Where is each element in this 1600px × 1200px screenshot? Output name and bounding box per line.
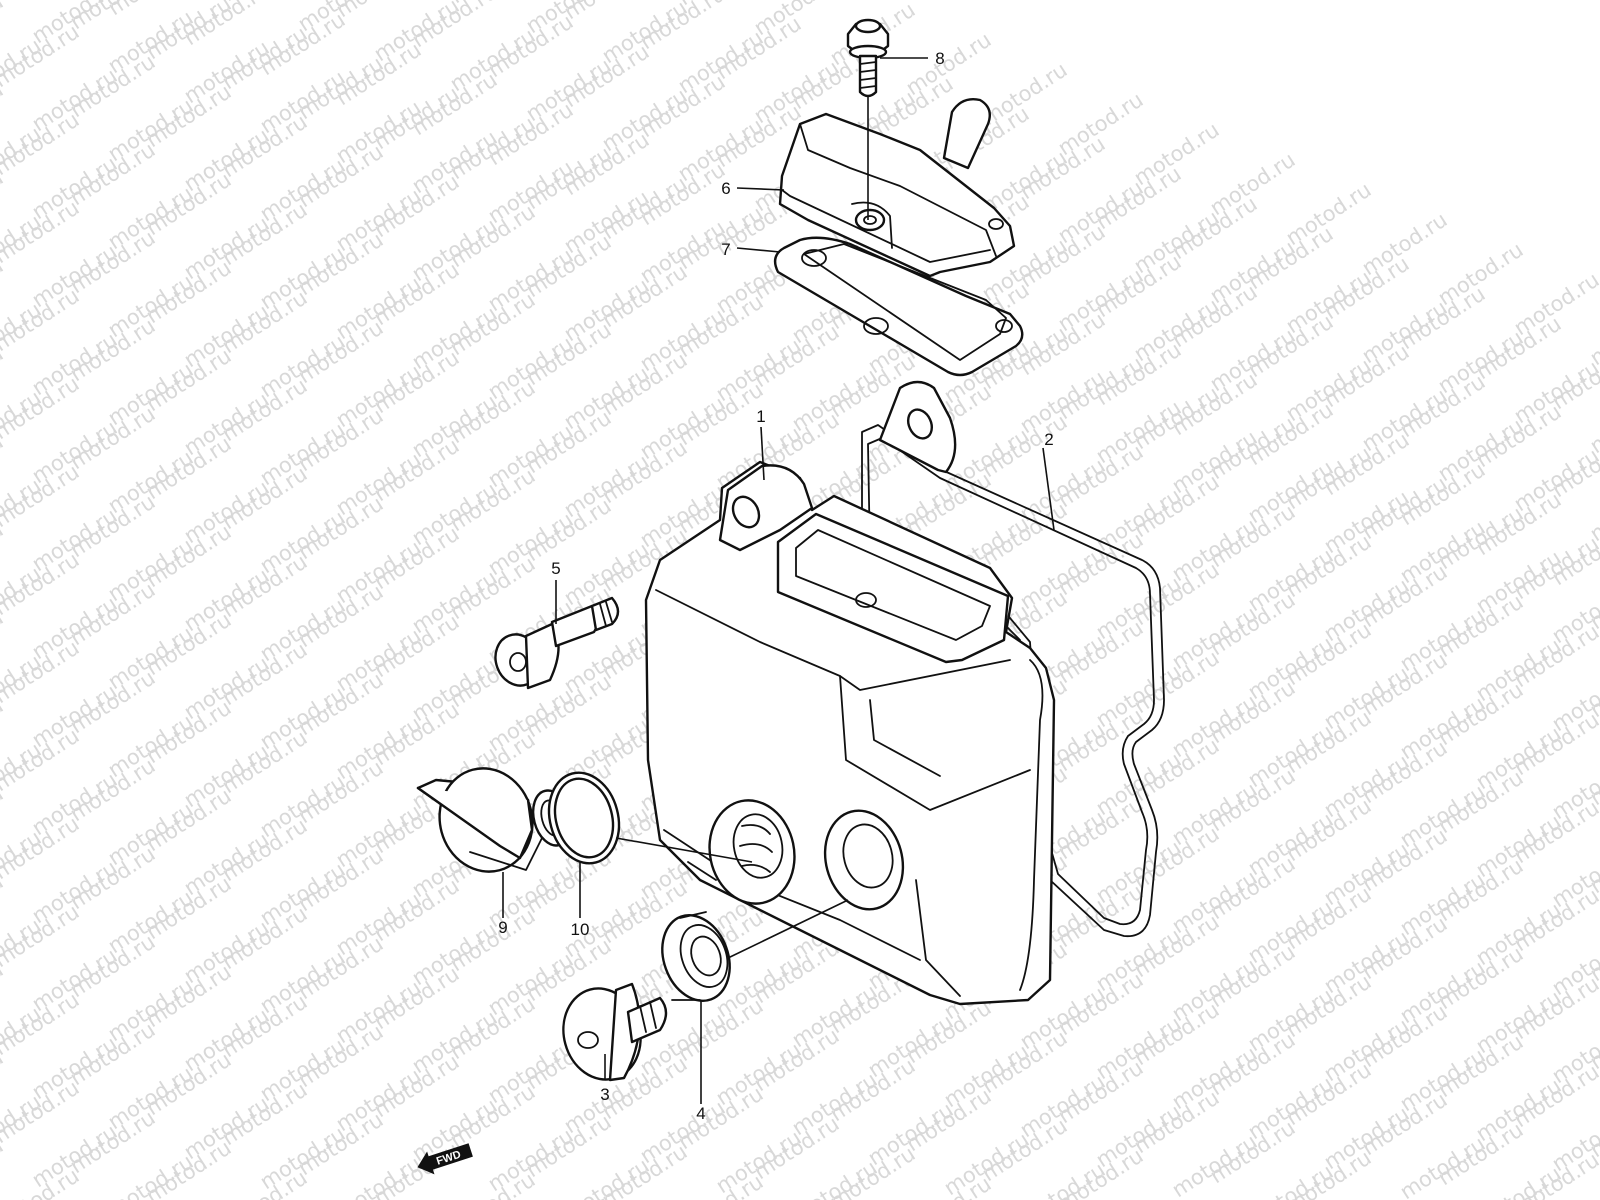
breather-gasket <box>773 236 1024 377</box>
cover-bolt <box>494 596 620 690</box>
cylinder-head-cover <box>644 380 1056 1006</box>
callout-6: 6 <box>721 179 730 198</box>
leader-lines <box>502 57 1055 1104</box>
breather-cover <box>778 98 1016 278</box>
watermark-text: motod.ru <box>104 1150 198 1200</box>
callout-5: 5 <box>551 559 560 578</box>
watermark-text: motod.ru <box>332 1152 426 1200</box>
callout-10: 10 <box>571 920 590 939</box>
leader-6 <box>736 187 785 191</box>
callout-9: 9 <box>498 918 507 937</box>
breather-bolt <box>846 18 890 98</box>
leader-cap-axis <box>615 837 753 863</box>
callout-1: 1 <box>756 407 765 426</box>
leader-2 <box>1042 447 1055 531</box>
o-ring <box>547 771 621 865</box>
callout-2: 2 <box>1044 430 1053 449</box>
leader-washer-axis <box>727 899 849 959</box>
callout-8: 8 <box>935 49 944 68</box>
callout-3: 3 <box>600 1085 609 1104</box>
leader-1 <box>760 426 765 481</box>
cover-gasket <box>861 424 1165 938</box>
cap-bolt <box>562 982 668 1082</box>
washer <box>661 911 731 1002</box>
fwd-arrow-icon <box>417 1143 473 1175</box>
leader-7 <box>736 247 781 253</box>
callout-4: 4 <box>696 1104 705 1123</box>
callout-7: 7 <box>721 240 730 259</box>
callout-labels: 1 2 3 4 5 6 7 8 9 10 <box>498 49 1053 1123</box>
